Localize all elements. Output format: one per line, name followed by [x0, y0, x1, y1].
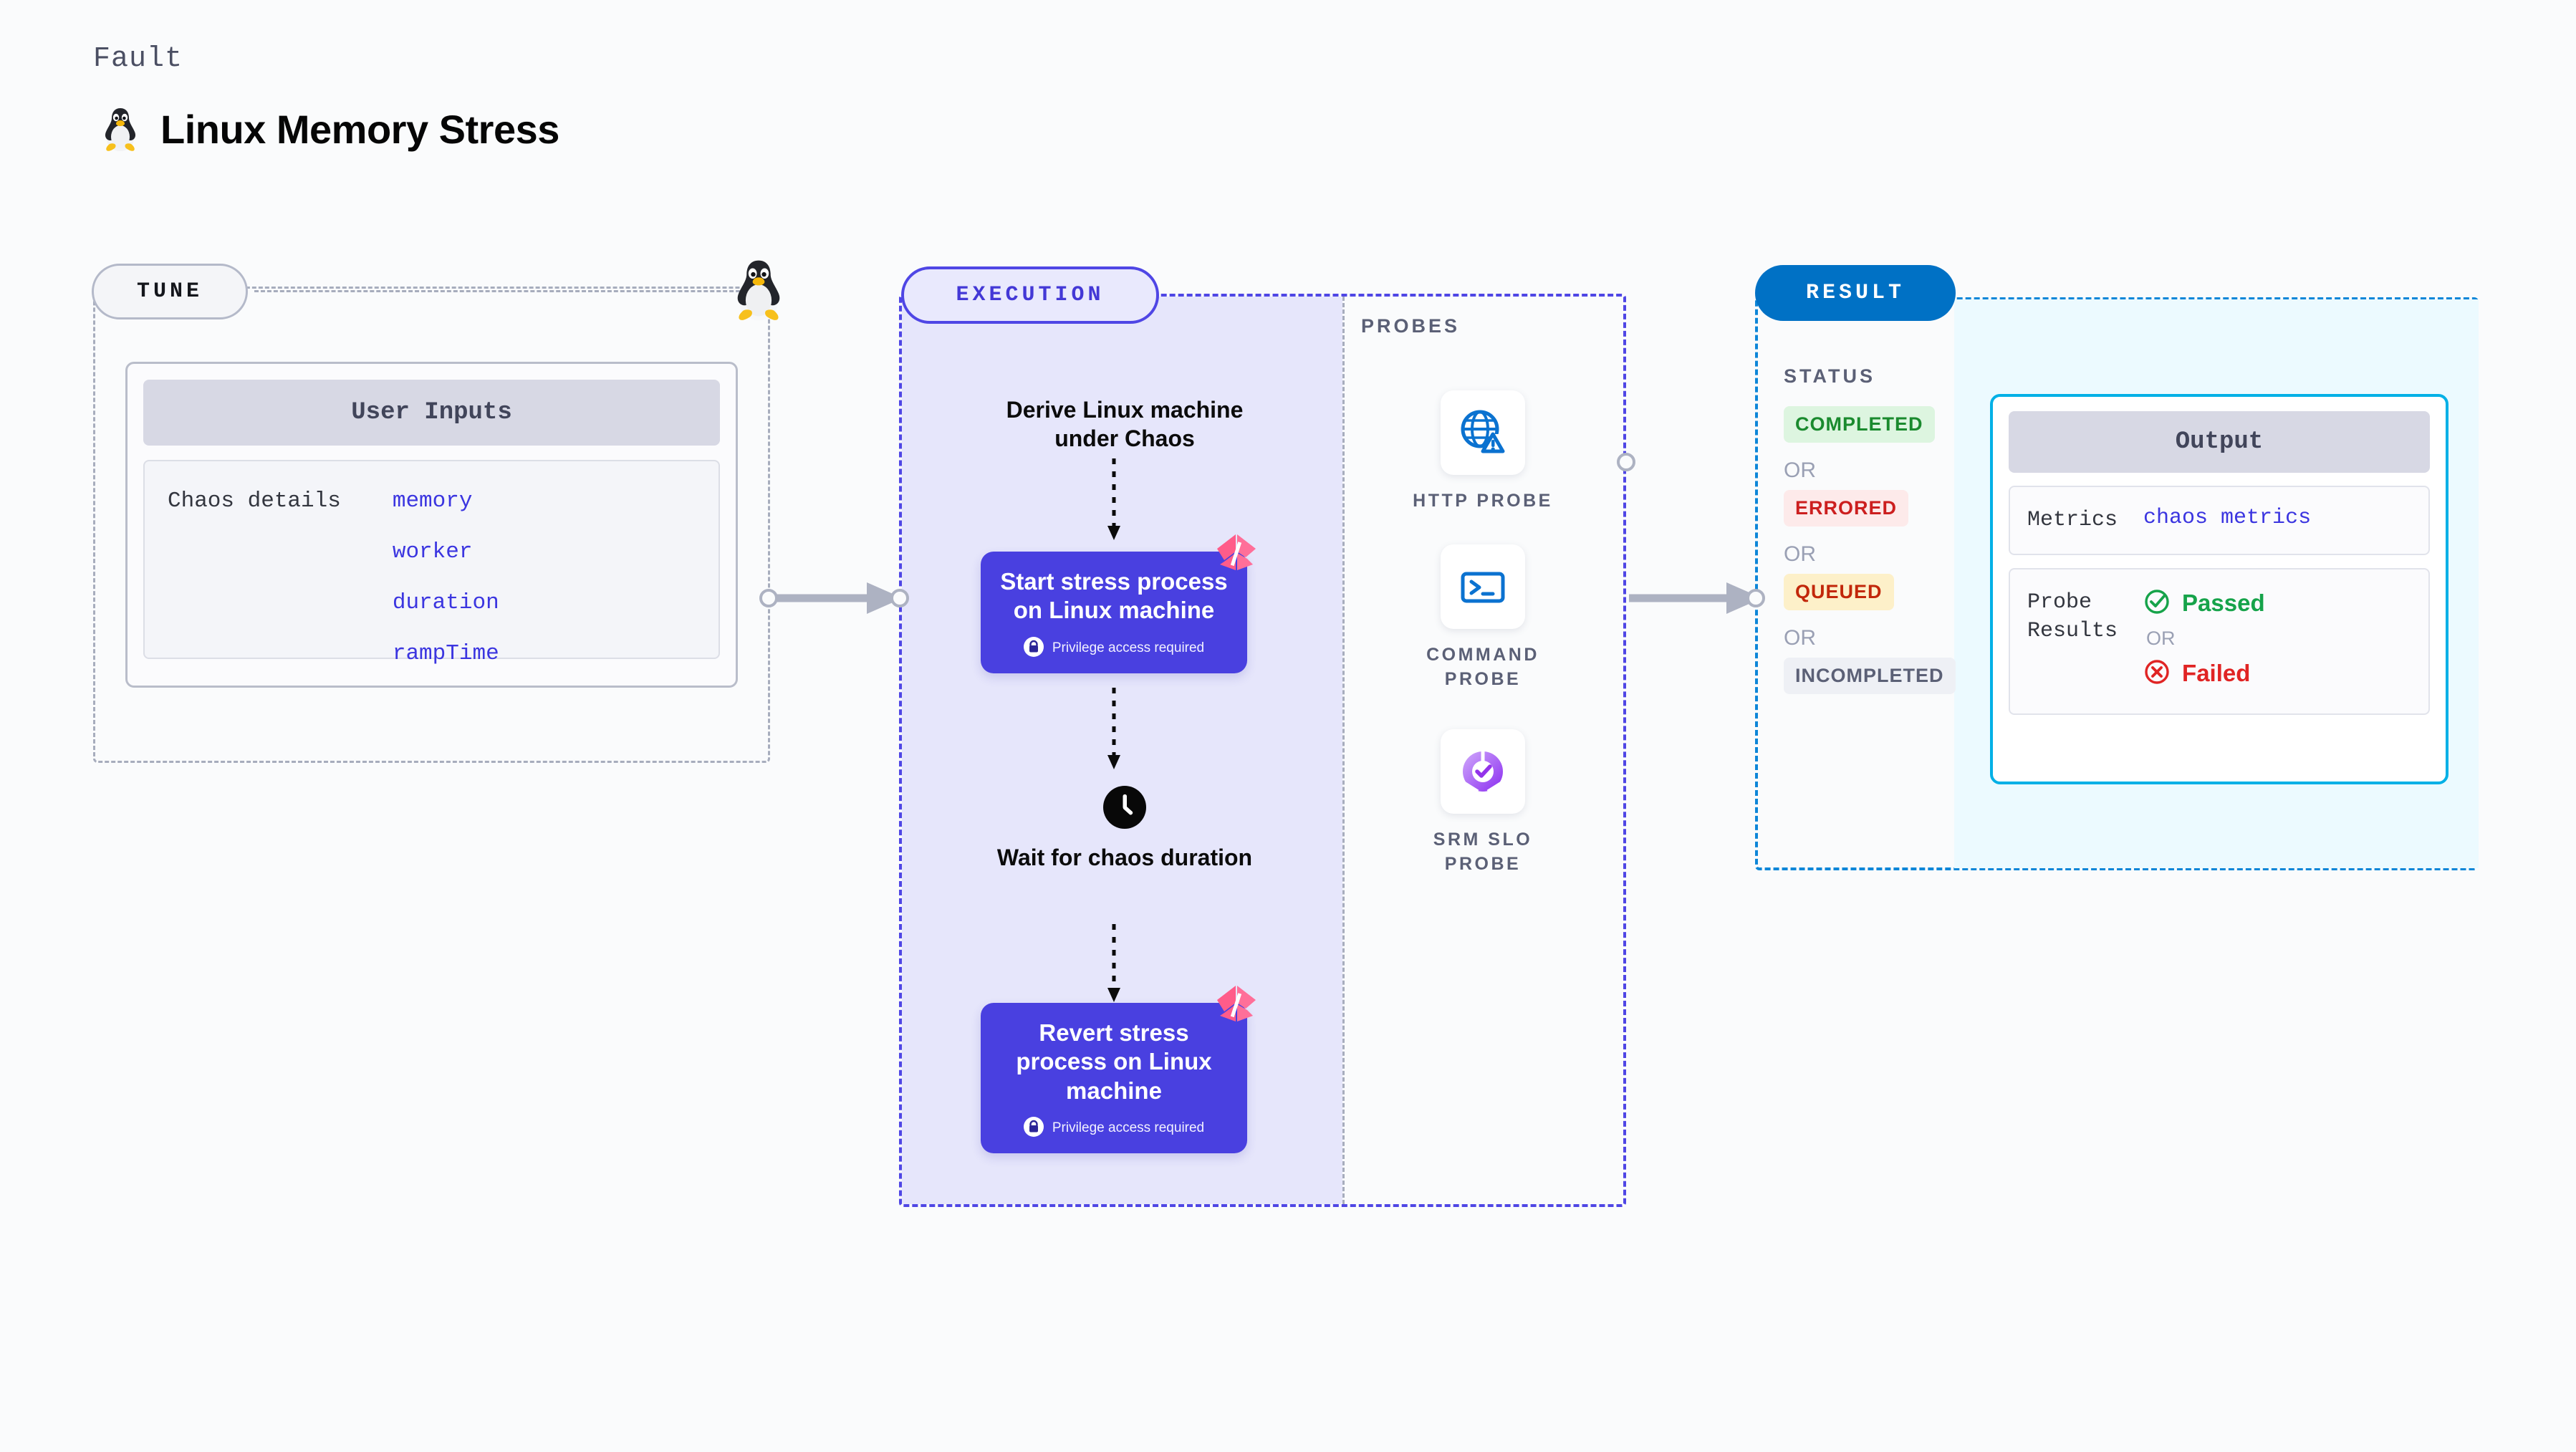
- execution-probes-divider: [1342, 297, 1345, 1204]
- failed-label: Failed: [2182, 660, 2251, 686]
- result-pill-label: RESULT: [1755, 265, 1956, 321]
- status-badge-incompleted: INCOMPLETED: [1784, 658, 1956, 694]
- harness-logo-icon: [1214, 984, 1259, 1029]
- probe-command[interactable]: COMMAND PROBE: [1397, 544, 1569, 692]
- title-row: Linux Memory Stress: [100, 105, 559, 153]
- probe-results-values: Passed OR Failed: [2143, 588, 2265, 689]
- privilege-row: Privilege access required: [1023, 636, 1205, 660]
- status-badge-completed: COMPLETED: [1784, 406, 1935, 443]
- linux-tux-icon: [100, 105, 140, 153]
- probe-result-failed: Failed: [2143, 658, 2265, 689]
- param-memory: memory: [392, 489, 473, 514]
- metrics-key: Metrics: [2027, 508, 2118, 532]
- probe-results-key: Probe Results: [2027, 590, 2118, 644]
- metrics-value: chaos metrics: [2143, 506, 2312, 530]
- privilege-text: Privilege access required: [1052, 1120, 1205, 1136]
- probes-section-label: PROBES: [1361, 315, 1461, 337]
- privilege-text: Privilege access required: [1052, 640, 1205, 655]
- connector-node-execution: [890, 589, 909, 607]
- harness-logo-icon: [1214, 533, 1259, 578]
- user-inputs-card: User Inputs Chaos details memory worker …: [125, 362, 738, 688]
- status-or-3: OR: [1784, 626, 1816, 650]
- connector-tune-to-execution: [766, 577, 910, 623]
- lock-icon: [1023, 1116, 1044, 1140]
- probe-label: HTTP PROBE: [1413, 491, 1553, 511]
- user-inputs-body: Chaos details memory worker duration ram…: [143, 460, 720, 666]
- linux-tux-icon: [731, 256, 787, 326]
- probe-result-or: OR: [2146, 627, 2176, 649]
- arrow-derive-to-start: [1103, 458, 1125, 548]
- arrow-start-to-wait: [1103, 688, 1125, 777]
- page-header: Fault Linux Memory Stress: [93, 43, 559, 153]
- action-title: Start stress process on Linux machine: [1000, 568, 1228, 624]
- page-title: Linux Memory Stress: [160, 106, 559, 152]
- probe-result-passed: Passed: [2143, 588, 2265, 619]
- connector-node-result: [1746, 589, 1765, 607]
- probe-srm-slo[interactable]: SRM SLO PROBE: [1397, 729, 1569, 877]
- status-or-2: OR: [1784, 542, 1816, 566]
- check-circle-icon: [2143, 588, 2171, 619]
- execution-probes-frame: [899, 294, 1626, 1207]
- chaos-param-list: memory worker duration rampTime: [392, 489, 499, 666]
- lock-icon: [1023, 636, 1044, 660]
- execution-step-derive: Derive Linux machine under Chaos: [1006, 397, 1244, 451]
- probe-label: SRM SLO PROBE: [1433, 830, 1533, 874]
- param-worker: worker: [392, 539, 473, 564]
- tune-pill-label: TUNE: [92, 264, 248, 319]
- output-card: Output Metrics chaos metrics Probe Resul…: [1990, 394, 2448, 784]
- wait-label: Wait for chaos duration: [996, 845, 1253, 870]
- clock-icon: [996, 784, 1254, 830]
- execution-action-revert[interactable]: Revert stress process on Linux machine P…: [981, 986, 1256, 1153]
- output-header: Output: [2009, 411, 2430, 473]
- status-or-1: OR: [1784, 458, 1816, 482]
- passed-label: Passed: [2182, 590, 2265, 616]
- status-label: STATUS: [1784, 365, 1875, 387]
- param-duration: duration: [392, 590, 499, 615]
- status-column: STATUS COMPLETED OR ERRORED OR QUEUED OR…: [1784, 365, 1966, 694]
- probe-http[interactable]: HTTP PROBE: [1397, 390, 1569, 514]
- terminal-icon: [1441, 544, 1525, 629]
- tune-panel: [93, 287, 770, 763]
- output-probe-results-row: Probe Results Passed OR: [2009, 567, 2430, 715]
- status-badge-queued: QUEUED: [1784, 574, 1894, 610]
- status-badge-errored: ERRORED: [1784, 490, 1909, 527]
- connector-node-probes-right: [1617, 453, 1635, 471]
- probe-label: COMMAND PROBE: [1426, 645, 1539, 689]
- arrow-wait-to-revert: [1103, 924, 1125, 1010]
- connector-execution-to-result: [1626, 577, 1769, 623]
- execution-action-start[interactable]: Start stress process on Linux machine Pr…: [981, 534, 1256, 673]
- output-metrics-row: Metrics chaos metrics: [2009, 486, 2430, 555]
- user-inputs-header: User Inputs: [143, 380, 720, 446]
- globe-warning-icon: [1441, 390, 1525, 475]
- slo-donut-check-icon: [1441, 729, 1525, 814]
- chaos-details-label: Chaos details: [168, 489, 341, 514]
- x-circle-icon: [2143, 658, 2171, 689]
- param-ramptime: rampTime: [392, 641, 499, 666]
- tune-dashed-connector: [254, 290, 759, 292]
- execution-pill-label: EXECUTION: [901, 266, 1159, 324]
- fault-eyebrow-label: Fault: [93, 43, 183, 75]
- connector-node-tune: [759, 589, 778, 607]
- execution-step-wait: Wait for chaos duration: [996, 784, 1254, 872]
- privilege-row: Privilege access required: [1023, 1116, 1205, 1140]
- action-title: Revert stress process on Linux machine: [1016, 1019, 1212, 1104]
